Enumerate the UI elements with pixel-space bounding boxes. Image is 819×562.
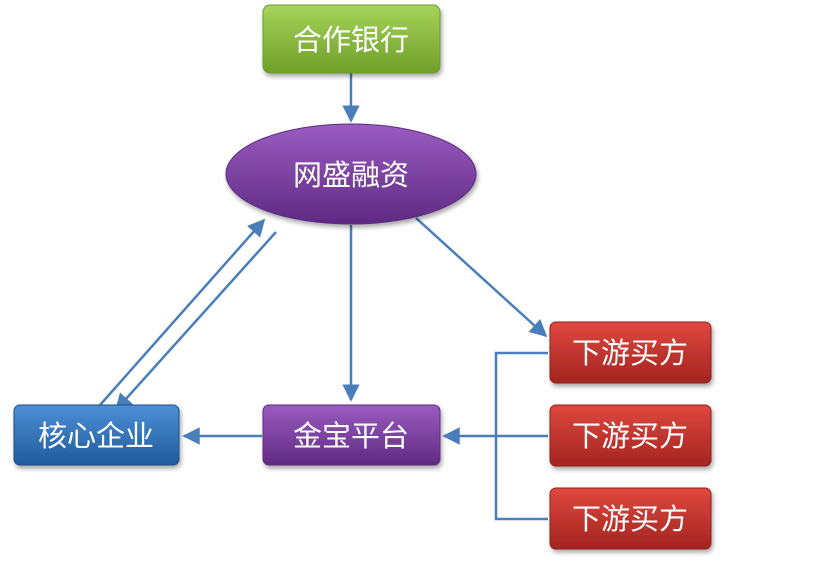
edge-wangsheng-to-buyer bbox=[415, 217, 548, 338]
node-core[interactable]: 核心企业 bbox=[13, 404, 180, 466]
node-buyer-label: 下游买方 bbox=[572, 502, 688, 536]
node-buyer-3[interactable]: 下游买方 bbox=[549, 487, 712, 550]
node-buyer-1[interactable]: 下游买方 bbox=[549, 321, 712, 384]
node-buyer-label: 下游买方 bbox=[572, 336, 688, 370]
node-buyer-box bbox=[549, 487, 712, 550]
node-core-label: 核心企业 bbox=[38, 419, 154, 453]
node-wangsheng-shape bbox=[225, 123, 477, 225]
node-buyer-label: 下游买方 bbox=[572, 419, 688, 453]
edge-wangsheng-to-core bbox=[114, 231, 277, 412]
node-bank-label: 合作银行 bbox=[293, 23, 409, 57]
node-platform[interactable]: 金宝平台 bbox=[262, 404, 441, 466]
node-buyer-2[interactable]: 下游买方 bbox=[549, 404, 712, 467]
node-wangsheng[interactable]: 网盛融资 bbox=[225, 123, 477, 225]
node-platform-label: 金宝平台 bbox=[293, 419, 409, 453]
edges bbox=[99, 73, 548, 521]
node-core-box bbox=[13, 404, 180, 466]
node-bank[interactable]: 合作银行 bbox=[262, 4, 441, 74]
node-buyer-box bbox=[549, 404, 712, 467]
node-bank-box bbox=[262, 4, 441, 74]
node-platform-box bbox=[262, 404, 441, 466]
node-wangsheng-label: 网盛融资 bbox=[293, 158, 409, 192]
edge-core-to-wangsheng bbox=[99, 218, 266, 406]
node-buyer-box bbox=[549, 321, 712, 384]
